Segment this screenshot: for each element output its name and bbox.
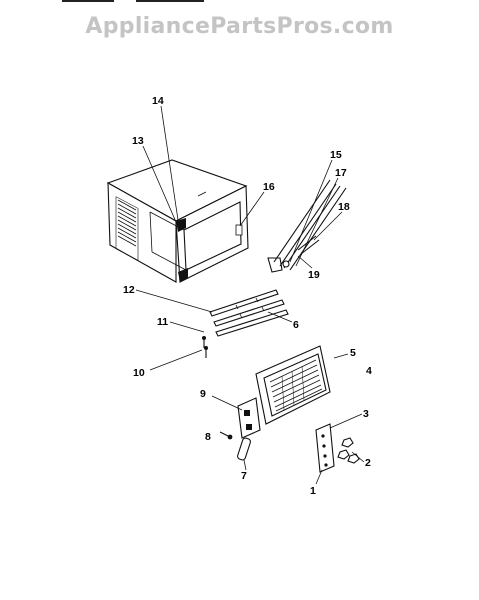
callout-labels: 14 13 16 15 17 18 19 12 11 6 10 5 4 9 3 … [123, 95, 372, 497]
callout-10: 10 [133, 367, 145, 379]
callout-9: 9 [200, 388, 206, 400]
callout-11: 11 [157, 316, 168, 328]
callout-12: 12 [123, 284, 135, 296]
nuts [337, 437, 360, 464]
callout-3: 3 [363, 408, 369, 420]
screw-8 [219, 431, 233, 440]
callout-18: 18 [338, 201, 350, 213]
callout-15: 15 [330, 149, 342, 161]
watermark-text: AppliancePartsPros.com [85, 14, 394, 39]
callout-17: 17 [335, 167, 347, 179]
callout-1: 1 [310, 485, 316, 497]
callout-7: 7 [241, 470, 247, 482]
side-strips [209, 289, 289, 337]
callout-6: 6 [293, 319, 299, 331]
callout-4: 4 [366, 365, 372, 377]
rail-assembly [267, 179, 347, 273]
top-edge-rule [0, 0, 479, 8]
control-panel [237, 397, 261, 439]
seal-strip [237, 437, 251, 461]
callout-14: 14 [152, 95, 164, 107]
callout-5: 5 [350, 347, 356, 359]
callout-8: 8 [205, 431, 211, 443]
cabinet [106, 159, 249, 283]
mounting-bracket [315, 423, 335, 473]
screws-10 [202, 336, 208, 358]
callout-16: 16 [263, 181, 275, 193]
callout-19: 19 [308, 269, 320, 281]
leader-lines [135, 105, 365, 485]
front-grille [255, 345, 331, 425]
callout-2: 2 [365, 457, 371, 469]
callout-13: 13 [132, 135, 144, 147]
